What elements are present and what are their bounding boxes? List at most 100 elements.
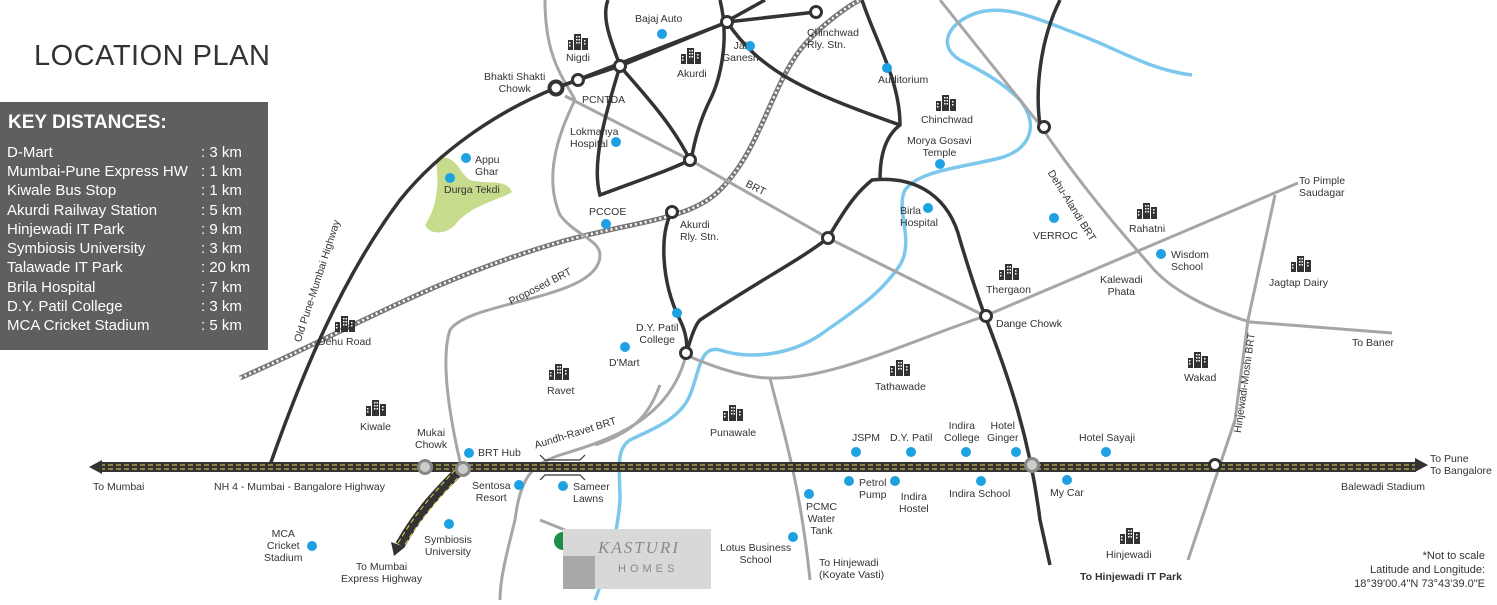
label-nigdi: Nigdi (566, 52, 590, 64)
label-kalewadi: Kalewadi Phata (1100, 274, 1143, 298)
label-appu-ghar: Appu Ghar (475, 154, 500, 178)
label-to-mumbai: To Mumbai (93, 481, 145, 493)
distance-place: MCA Cricket Stadium (7, 317, 150, 334)
label-jai-ganesh: Jai Ganesh (722, 40, 759, 64)
label-pcntda: PCNTDA (582, 94, 626, 106)
label-to-pimple: To Pimple Saudagar (1299, 175, 1346, 199)
distance-row: D.Y. Patil College: 3 km (7, 298, 242, 315)
label-sameer-lawns: Sameer Lawns (573, 481, 610, 505)
distance-place: D.Y. Patil College (7, 298, 123, 315)
distance-value: : 1 km (201, 182, 242, 199)
label-dange-chowk: Dange Chowk (996, 318, 1062, 330)
label-lotus: Lotus Business School (720, 542, 792, 566)
bridge-marks (539, 454, 586, 481)
nh4-highway (89, 458, 1428, 474)
label-auditorium: Auditorium (878, 74, 929, 86)
distance-value: : 1 km (201, 163, 242, 180)
label-lokmanya: Lokmanya Hospital (570, 126, 619, 150)
label-wisdom: Wisdom School (1171, 249, 1209, 273)
label-dmart: D'Mart (609, 357, 640, 369)
label-symbiosis: Symbiosis University (424, 534, 472, 558)
distance-value: : 20 km (201, 259, 251, 276)
label-hinjewadi: Hinjewadi (1106, 549, 1152, 561)
railway-line (238, 0, 862, 381)
label-dy-patil-college: D.Y. Patil College (636, 322, 679, 346)
distance-row: Hinjewadi IT Park : 9 km (7, 221, 242, 238)
kasturi-box-shade (563, 556, 595, 589)
label-bajaj-auto: Bajaj Auto (635, 13, 683, 25)
distance-value: : 7 km (201, 279, 242, 296)
label-balewadi: Balewadi Stadium (1341, 481, 1426, 493)
distance-row: Brila Hospital : 7 km (7, 279, 242, 296)
distance-place: Mumbai-Pune Express HW (7, 163, 188, 180)
label-rahatni: Rahatni (1129, 223, 1166, 235)
label-chinchwad: Chinchwad (921, 114, 973, 126)
label-mukai-chowk: Mukai Chowk (415, 427, 448, 451)
label-sentosa: Sentosa Resort (472, 480, 511, 504)
key-distances-panel: KEY DISTANCES: D-Mart: 3 km Mumbai-Pune … (0, 102, 268, 350)
pavana-river (593, 8, 1193, 601)
gray-roads (444, 0, 1393, 601)
distance-value: : 9 km (201, 221, 242, 238)
express-highway (391, 466, 464, 556)
label-birla: Birla Hospital (900, 205, 938, 229)
latlong-label: Latitude and Longitude: (1370, 564, 1485, 576)
junctions (547, 5, 1222, 472)
label-pccoe: PCCOE (589, 206, 627, 218)
label-ravet: Ravet (547, 385, 575, 397)
distance-place: Hinjewadi IT Park (7, 221, 125, 238)
latlong-value: 18°39'00.4"N 73°43'39.0"E (1354, 578, 1485, 590)
label-hotel-ginger: Hotel Ginger (987, 420, 1019, 444)
highway-junctions (417, 457, 1040, 477)
distance-place: Brila Hospital (7, 279, 96, 296)
distance-place: Symbiosis University (7, 240, 146, 257)
distance-value: : 3 km (201, 144, 242, 161)
label-dy-patil: D.Y. Patil (890, 432, 933, 444)
place-markers (307, 29, 1166, 551)
label-verroc: VERROC (1033, 230, 1078, 242)
label-thergaon: Thergaon (986, 284, 1031, 296)
label-punawale: Punawale (710, 427, 757, 439)
label-wakad: Wakad (1184, 372, 1217, 384)
kasturi-name: KASTURI (598, 538, 680, 557)
label-to-hinjewadi-kv: To Hinjewadi (Koyate Vasti) (819, 557, 885, 581)
dark-roads (268, 0, 1062, 566)
label-to-pune: To Pune To Bangalore (1430, 453, 1492, 477)
distance-row: Mumbai-Pune Express HW : 1 km (7, 163, 242, 180)
label-dehu-road: Dehu Road (318, 336, 372, 348)
distance-row: MCA Cricket Stadium : 5 km (7, 317, 242, 334)
label-to-baner: To Baner (1352, 337, 1395, 349)
distance-place: Talawade IT Park (7, 259, 123, 276)
label-akurdi: Akurdi (677, 68, 707, 80)
label-chinchwad-rly: Chinchwad Rly. Stn. (807, 27, 859, 51)
label-indira-school: Indira School (949, 488, 1011, 500)
label-jspm: JSPM (852, 432, 881, 444)
label-jagtap: Jagtap Dairy (1269, 277, 1328, 289)
label-kiwale: Kiwale (360, 421, 391, 433)
label-indira-hostel: Indira Hostel (899, 491, 929, 515)
label-hotel-sayaji: Hotel Sayaji (1079, 432, 1136, 444)
label-pcmc-water-tank: PCMC Water Tank (806, 501, 837, 537)
distance-row: Kiwale Bus Stop : 1 km (7, 182, 242, 199)
distance-place: Kiwale Bus Stop (7, 182, 117, 199)
label-akurdi-rly: Akurdi Rly. Stn. (680, 219, 719, 243)
label-mca-stadium: MCA Cricket Stadium (264, 528, 303, 564)
label-to-hinjewadi-it: To Hinjewadi IT Park (1080, 571, 1182, 583)
distance-row: Symbiosis University : 3 km (7, 240, 242, 257)
distance-row: Akurdi Railway Station: 5 km (7, 202, 242, 219)
label-tathawade: Tathawade (875, 381, 926, 393)
label-nh4: NH 4 - Mumbai - Bangalore Highway (214, 481, 385, 493)
kasturi-subtitle: HOMES (618, 563, 679, 575)
label-brt-hub: BRT Hub (478, 447, 521, 459)
scale-note: *Not to scale Latitude and Longitude: 18… (1354, 549, 1485, 591)
distance-row: Talawade IT Park : 20 km (7, 259, 250, 276)
distance-value: : 3 km (201, 240, 242, 257)
page-title: LOCATION PLAN (34, 40, 271, 72)
distance-place: Akurdi Railway Station (7, 202, 158, 219)
distance-value: : 5 km (201, 317, 242, 334)
key-distances-heading: KEY DISTANCES: (8, 112, 167, 133)
label-to-mumbai-express: To Mumbai Express Highway (341, 561, 423, 585)
label-indira-college: Indira College (944, 420, 980, 444)
label-my-car: My Car (1050, 487, 1084, 499)
distance-row: D-Mart: 3 km (7, 144, 242, 161)
